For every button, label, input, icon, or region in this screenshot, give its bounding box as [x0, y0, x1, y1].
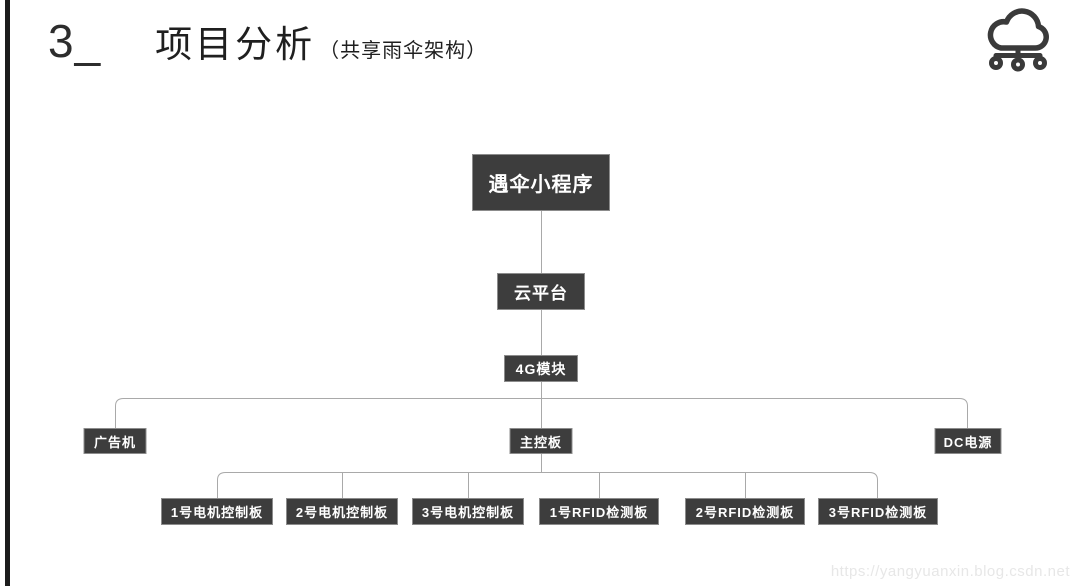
node-ad-machine: 广告机: [83, 428, 147, 454]
node-4g-module: 4G模块: [504, 355, 578, 382]
page-subtitle: （共享雨伞架构）: [319, 40, 488, 62]
node-dc-power: DC电源: [934, 428, 1002, 454]
left-accent-bar: [5, 0, 10, 586]
page-title: 项目分析: [155, 24, 316, 65]
node-motor1: 1号电机控制板: [161, 498, 273, 525]
node-cloud-platform: 云平台: [497, 273, 585, 310]
node-motor2: 2号电机控制板: [286, 498, 398, 525]
node-rfid3: 3号RFID检测板: [818, 498, 938, 525]
watermark-url: https://yangyuanxin.blog.csdn.net: [830, 563, 1070, 580]
node-rfid1: 1号RFID检测板: [539, 498, 659, 525]
slide-header: 3_ 项目分析 （共享雨伞架构）: [48, 14, 487, 68]
section-number: 3_: [48, 15, 102, 67]
node-motor3: 3号电机控制板: [412, 498, 524, 525]
cloud-network-icon: [987, 8, 1049, 72]
node-rfid2: 2号RFID检测板: [685, 498, 805, 525]
node-miniprogram: 遇伞小程序: [472, 154, 610, 211]
node-main-board: 主控板: [509, 428, 573, 454]
